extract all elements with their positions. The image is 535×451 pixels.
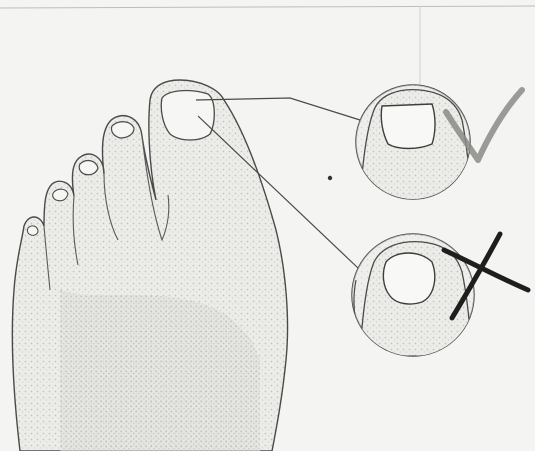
fifth-toe-nail <box>26 225 39 236</box>
ink-dot <box>327 175 333 181</box>
toe-crease-2 <box>141 135 170 242</box>
pointer-line-correct <box>195 97 361 121</box>
fourth-toe-nail <box>52 188 69 202</box>
foot-illustration <box>11 79 289 451</box>
pointer-lines <box>195 97 361 269</box>
third-toe-nail <box>78 159 99 176</box>
nail-rounded-cut <box>382 252 436 305</box>
second-toe-nail <box>110 121 135 139</box>
pointer-line-incorrect <box>197 115 359 269</box>
cross-icon <box>441 231 531 321</box>
foot-shading <box>60 290 260 451</box>
paper-edge <box>0 5 535 9</box>
toe-crease-3 <box>103 173 119 241</box>
toe-crease-5 <box>43 225 51 291</box>
nail-straight-cut <box>380 103 436 150</box>
big-toe-nail <box>160 89 215 141</box>
check-icon <box>443 87 525 163</box>
incorrect-cut-panel <box>351 231 531 357</box>
correct-cut-panel <box>355 84 525 200</box>
toe-crease-4 <box>72 195 79 266</box>
